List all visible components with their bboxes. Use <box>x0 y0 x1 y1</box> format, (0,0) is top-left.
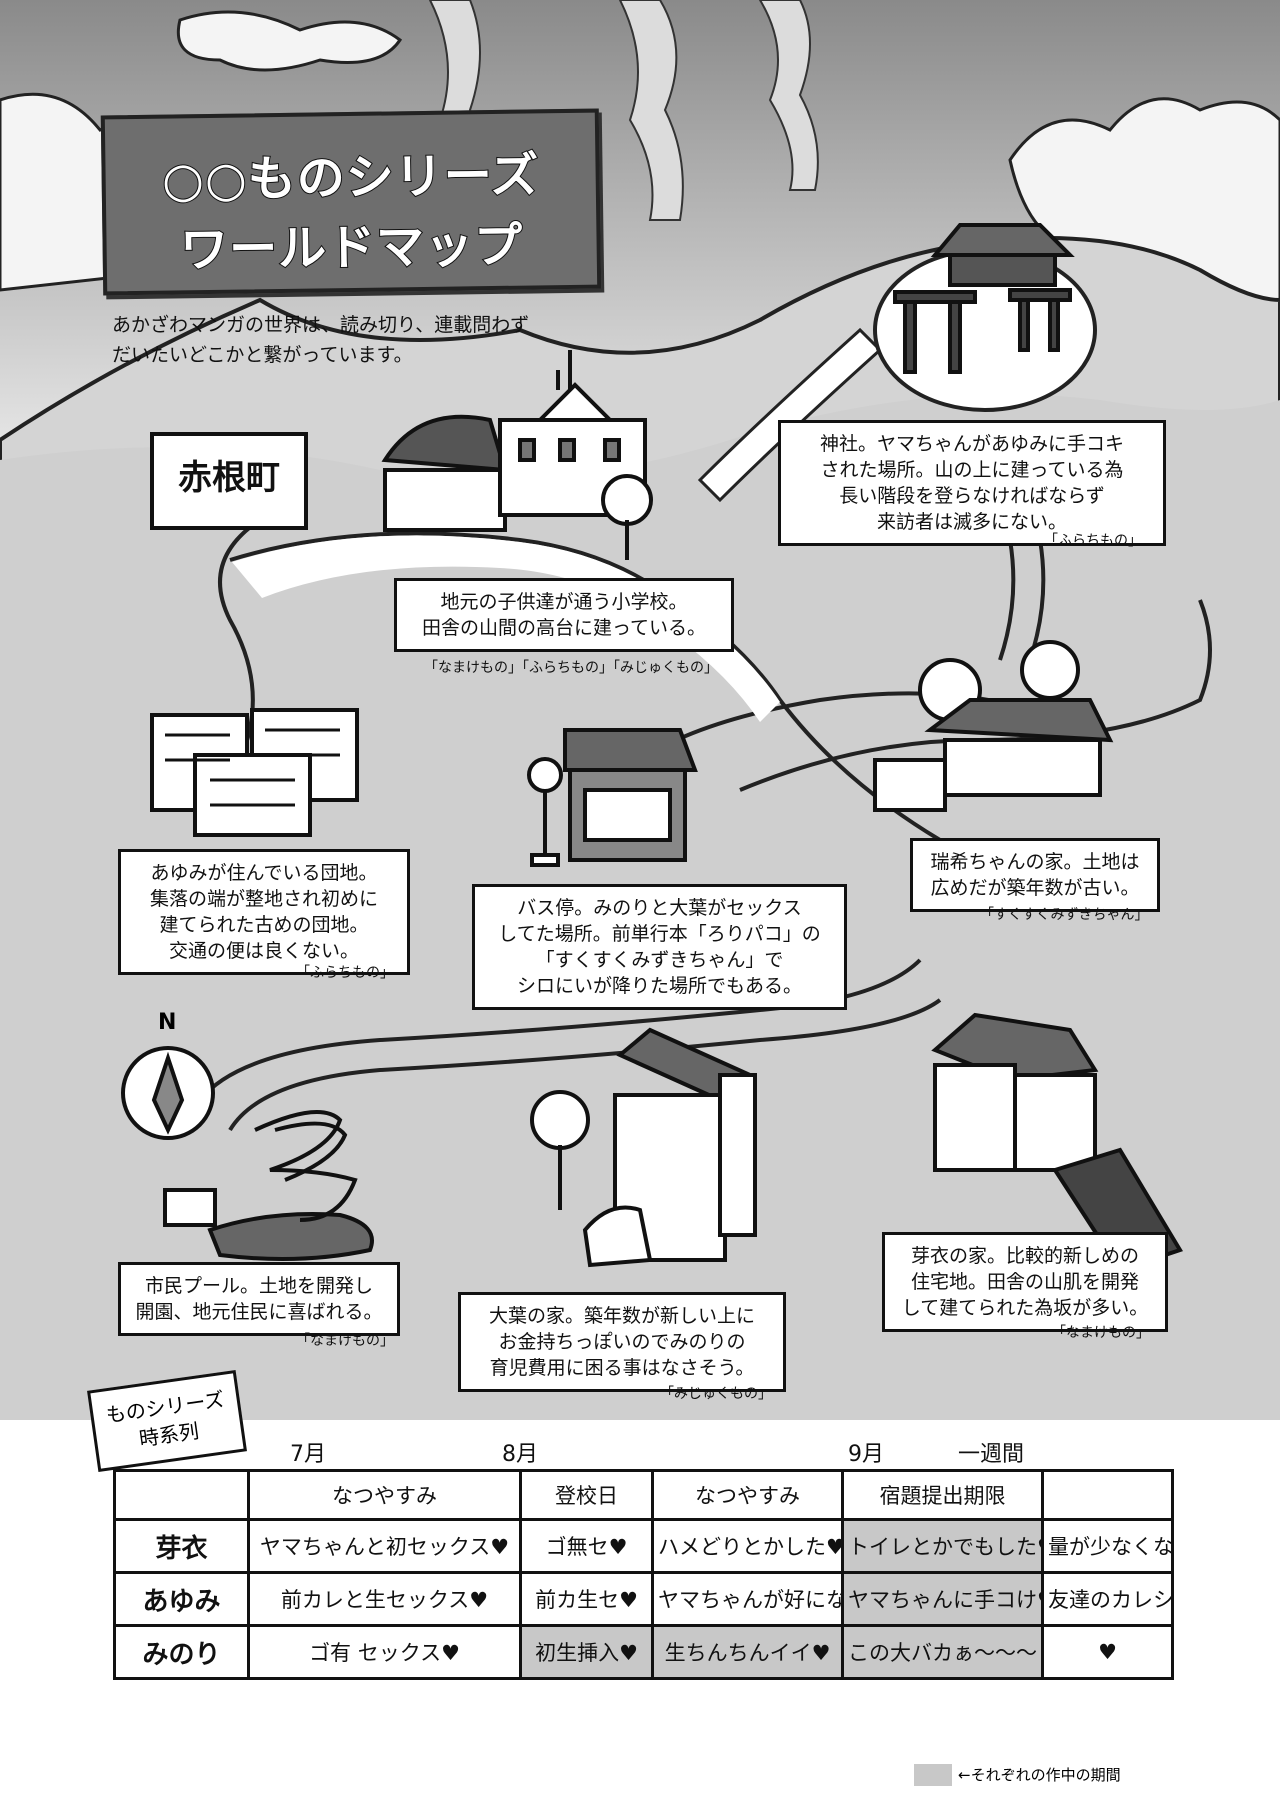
timeline-row: あゆみ 前カレと生セックス♥ 前カ生セ♥ ヤマちゃんが好になる ヤマちゃんに手コ… <box>113 1571 1174 1627</box>
caption-bus-stop: バス停。みのりと大葉がセックス してた場所。前単行本「ろりパコ」の 「すくすくみ… <box>472 884 847 1010</box>
timeline-cell: 前カ生セ♥ <box>519 1571 654 1627</box>
source-pool: 「なまけもの」 <box>296 1333 394 1349</box>
caption-mizuki-house: 瑞希ちゃんの家。土地は 広めだが築年数が古い。 <box>910 838 1160 912</box>
header-cell <box>113 1469 250 1521</box>
timeline-cell: 友達のカレシと生ハメ♥ <box>1041 1571 1174 1627</box>
caption-shrine: 神社。ヤマちゃんがあゆみに手コキ された場所。山の上に建っている為 長い階段を登… <box>778 420 1166 546</box>
legend-swatch <box>914 1764 952 1786</box>
intro-line-2: だいたいどこかと繋がっています。 <box>112 344 413 366</box>
header-cell: 宿題提出期限 <box>841 1469 1044 1521</box>
header-cell: なつやすみ <box>651 1469 844 1521</box>
timeline-cell: 量が少なくない？ <box>1041 1518 1174 1574</box>
caption-danchi: あゆみが住んでいる団地。 集落の端が整地され初めに 建てられた古めの団地。 交通… <box>118 849 410 975</box>
timeline-cell: ハメどりとかした♥ <box>651 1518 844 1574</box>
timeline-cell: この大バカぁ〜〜〜 <box>841 1624 1044 1680</box>
legend-text: ←それぞれの作中の期間 <box>958 1766 1121 1784</box>
timeline-row: 芽衣 ヤマちゃんと初セックス♥ ゴ無セ♥ ハメどりとかした♥ トイレとかでもした… <box>113 1518 1174 1574</box>
shrine-building <box>893 223 1075 374</box>
timeline-row: みのり ゴ有 セックス♥ 初生挿入♥ 生ちんちんイイ♥ この大バカぁ〜〜〜 ♥ <box>113 1624 1174 1680</box>
bus-stop <box>527 728 698 867</box>
mei-house <box>931 1012 1183 1273</box>
one-week-label: 一週間 <box>958 1442 1025 1467</box>
row-name: 芽衣 <box>113 1518 250 1574</box>
month-july: 7月 <box>290 1442 326 1467</box>
caption-pool: 市民プール。土地を開発し 開園、地元住民に喜ばれる。 <box>118 1262 400 1336</box>
month-august: 8月 <box>502 1442 538 1467</box>
timeline-cell: ♥ <box>1041 1624 1174 1680</box>
caption-school: 地元の子供達が通う小学校。 田舎の山間の高台に建っている。 <box>394 578 734 652</box>
source-danchi: 「ふらちもの」 <box>296 965 394 981</box>
timeline-header-row: なつやすみ 登校日 なつやすみ 宿題提出期限 <box>113 1469 1174 1521</box>
source-shrine: 「ふらちもの」 <box>1044 533 1142 549</box>
mizuki-house <box>873 640 1114 812</box>
compass <box>121 1046 215 1140</box>
ohba-house <box>530 1027 757 1268</box>
source-mizuki-house: 「すくすくみずきちゃん」 <box>980 907 1149 923</box>
source-mei-house: 「なまけもの」 <box>1052 1325 1150 1341</box>
timeline-table: なつやすみ 登校日 なつやすみ 宿題提出期限 芽衣 ヤマちゃんと初セックス♥ ゴ… <box>113 1469 1174 1680</box>
title-line-1: ○○ものシリーズ <box>161 146 541 209</box>
header-cell: なつやすみ <box>247 1469 522 1521</box>
pool <box>163 1110 374 1261</box>
school-building <box>381 350 653 560</box>
header-cell: 登校日 <box>519 1469 654 1521</box>
title-line-2: ワールドマップ <box>179 217 525 280</box>
timeline-cell: 前カレと生セックス♥ <box>247 1571 522 1627</box>
timeline-cell: 初生挿入♥ <box>519 1624 654 1680</box>
town-sign: 赤根町 <box>150 432 308 530</box>
danchi-buildings <box>150 708 359 837</box>
timeline-cell: ゴ有 セックス♥ <box>247 1624 522 1680</box>
header-cell <box>1041 1469 1174 1521</box>
title-board: ○○ものシリーズ ワールドマップ <box>100 108 602 296</box>
row-name: みのり <box>113 1624 250 1680</box>
source-ohba-house: 「みじゅくもの」 <box>660 1386 772 1402</box>
row-name: あゆみ <box>113 1571 250 1627</box>
timeline-cell: ヤマちゃんが好になる <box>651 1571 844 1627</box>
intro-line-1: あかざわマンガの世界は、読み切り、連載問わず <box>112 314 530 336</box>
caption-ohba-house: 大葉の家。築年数が新しい上に お金持ちっぽいのでみのりの 育児費用に困る事はなさ… <box>458 1292 786 1392</box>
source-school: 「なまけもの」「ふらちもの」「みじゅくもの」 <box>424 660 718 676</box>
timeline-cell: ゴ無セ♥ <box>519 1518 654 1574</box>
month-september: 9月 <box>848 1442 884 1467</box>
timeline-cell: トイレとかでもした♥ <box>841 1518 1044 1574</box>
timeline-cell: ヤマちゃんに手コけ♥ <box>841 1571 1044 1627</box>
timeline-cell: 生ちんちんイイ♥ <box>651 1624 844 1680</box>
compass-north-label: N <box>158 1010 177 1035</box>
caption-mei-house: 芽衣の家。比較的新しめの 住宅地。田舎の山肌を開発 して建てられた為坂が多い。 <box>882 1232 1168 1332</box>
timeline-cell: ヤマちゃんと初セックス♥ <box>247 1518 522 1574</box>
